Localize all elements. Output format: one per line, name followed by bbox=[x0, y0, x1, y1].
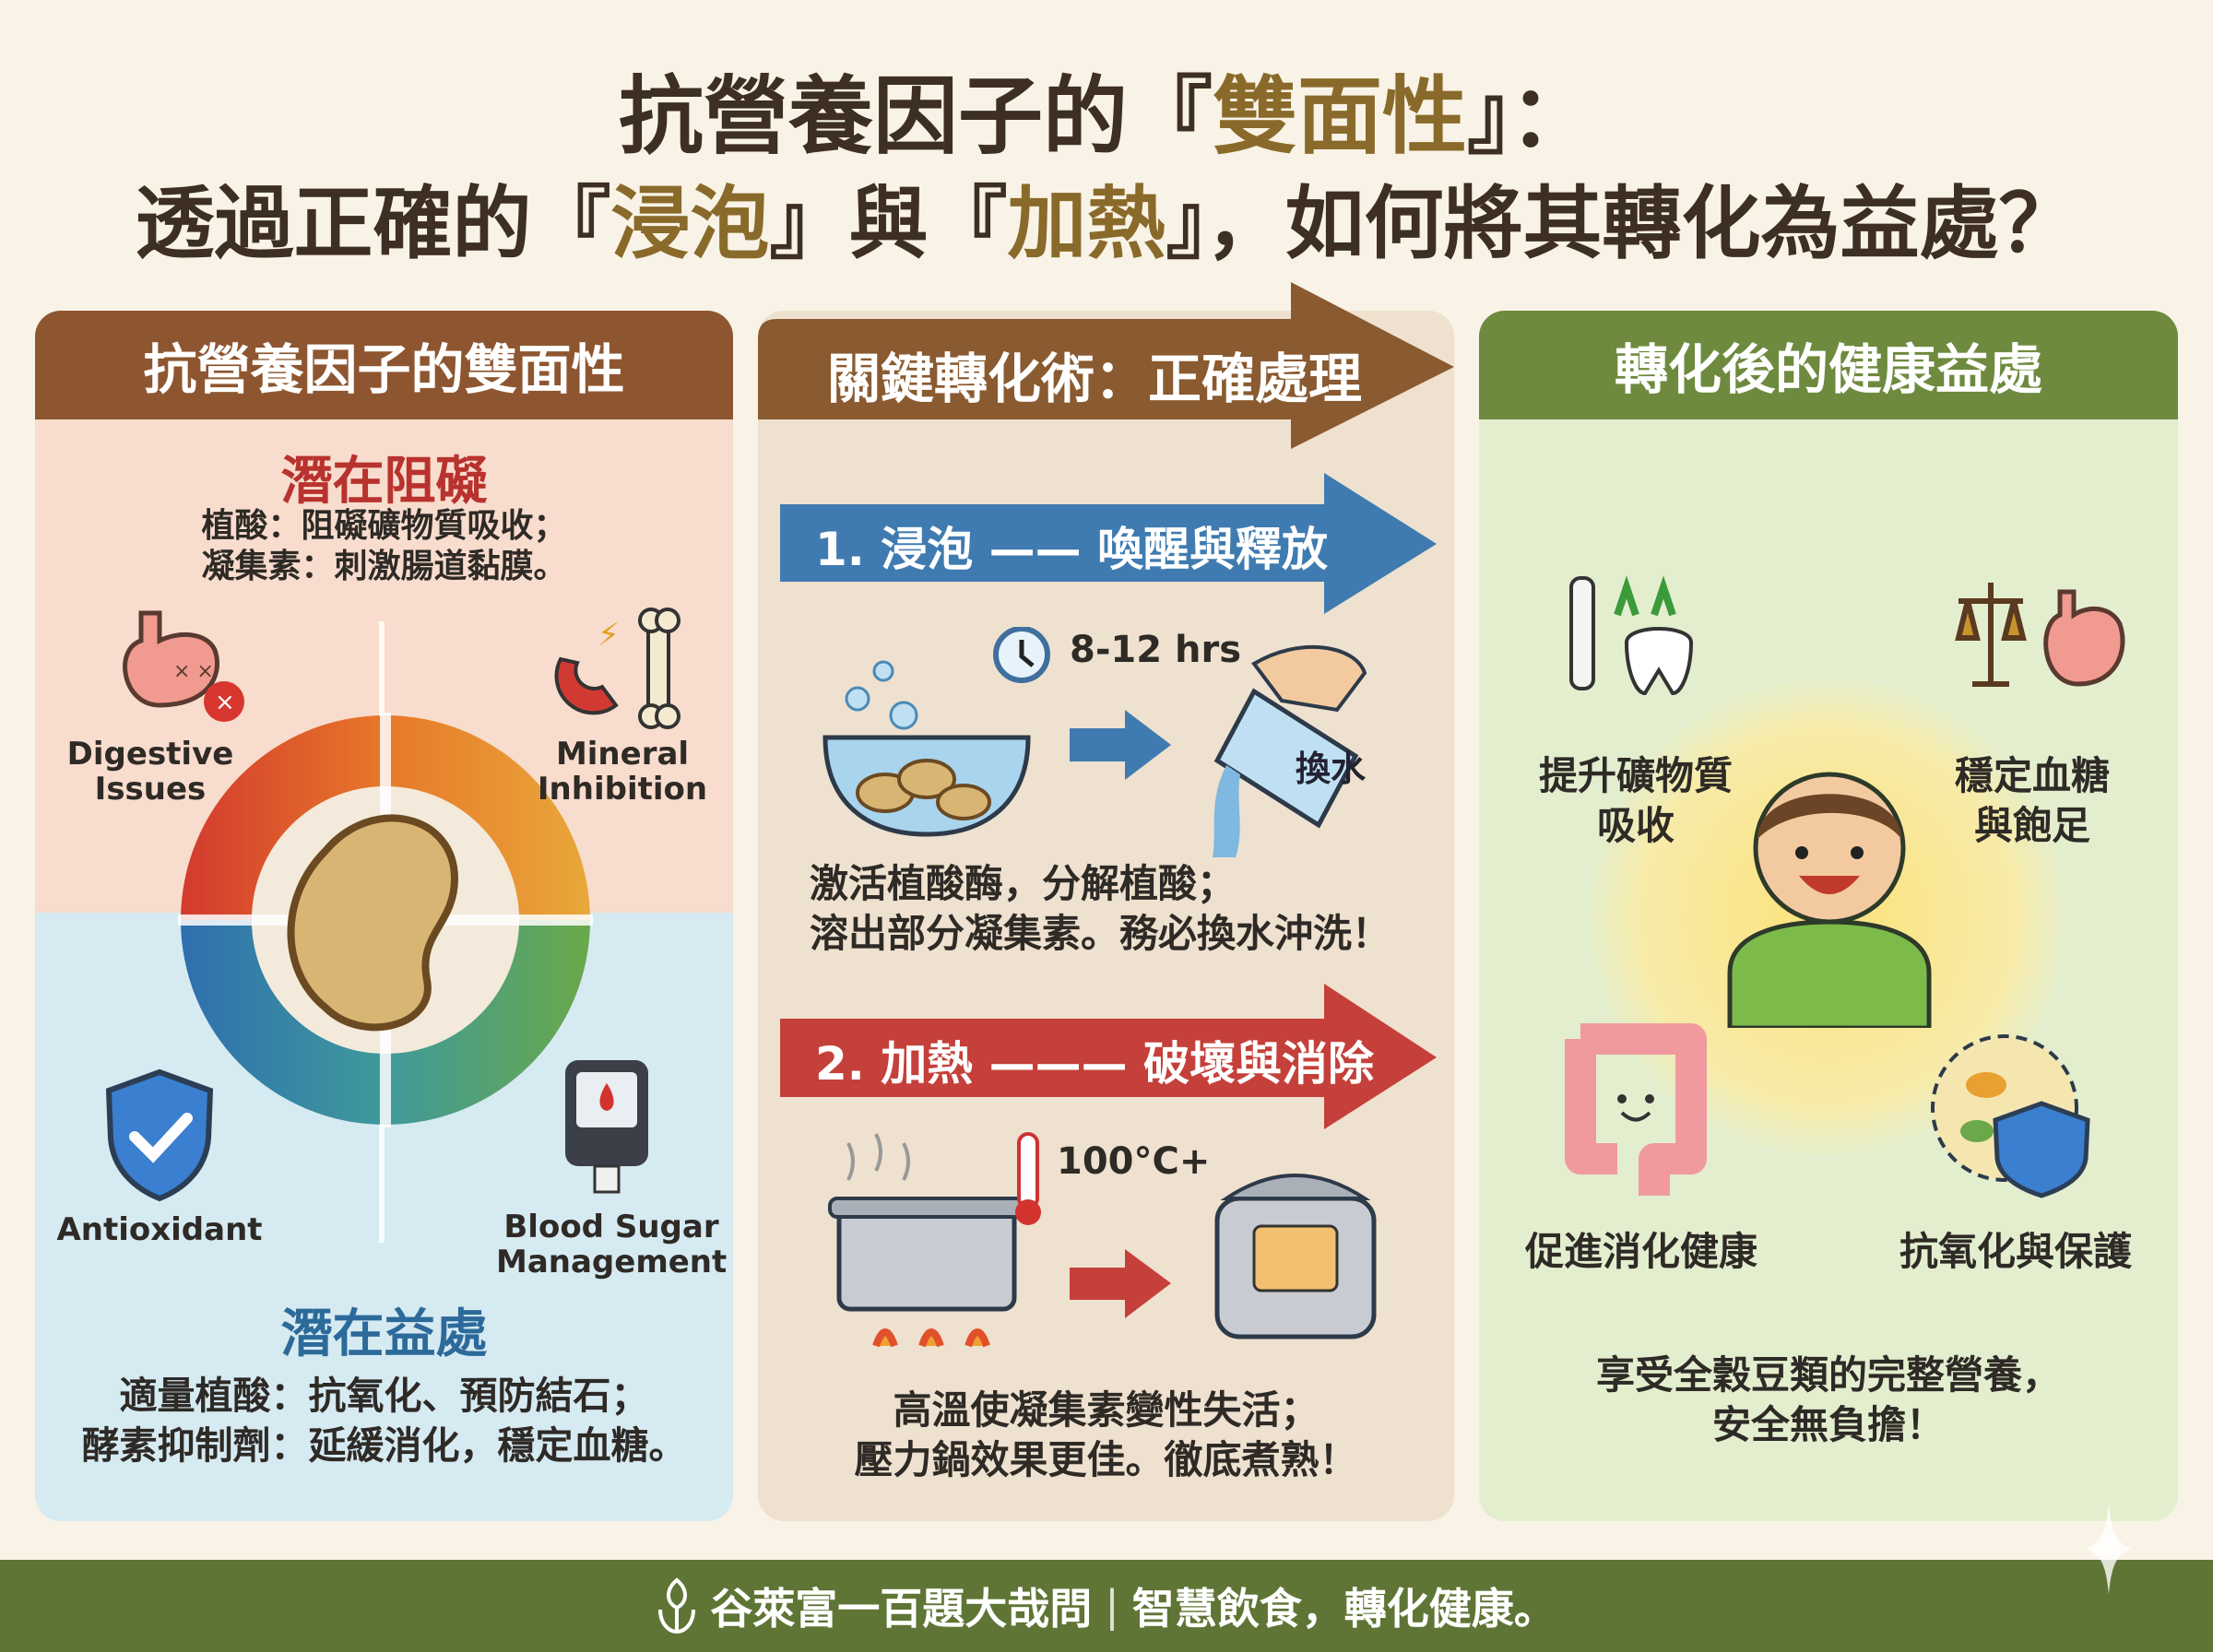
step2-line: 高溫使凝集素變性失活； bbox=[893, 1387, 1320, 1433]
sprout-logo-icon bbox=[658, 1577, 696, 1634]
left-panel: 抗營養因子的雙面性 潛在阻礙 植酸：阻礙礦物質吸收； 凝集素：刺激腸道黏膜。 ×… bbox=[35, 311, 733, 1521]
benefit-label: 穩定血糖 bbox=[1954, 753, 2110, 798]
blood-sugar-label: Blood Sugar Management bbox=[496, 1209, 728, 1280]
step2-label: 2. 加熱 ——— 破壞與消除 bbox=[815, 1037, 1375, 1091]
obstacles-text: 植酸：阻礙礦物質吸收； 凝集素：刺激腸道黏膜。 bbox=[35, 506, 733, 587]
thermometer-icon bbox=[1017, 1132, 1039, 1210]
middle-header-arrow bbox=[758, 282, 1454, 449]
shield-check-icon bbox=[105, 1068, 214, 1202]
heating-illustration bbox=[828, 1132, 1377, 1348]
right-summary: 享受全穀豆類的完整營養， 安全無負擔！ bbox=[1479, 1351, 2178, 1450]
step2-arrow bbox=[780, 984, 1437, 1129]
step1-line: 溶出部分凝集素。務必換水沖洗！ bbox=[810, 911, 1391, 956]
title-text: 抗營養因子的『 bbox=[618, 67, 1213, 166]
title-highlight: 雙面性 bbox=[1212, 67, 1467, 166]
step2-line: 壓力鍋效果更佳。徹底煮熟！ bbox=[854, 1437, 1358, 1482]
bone-tooth-icon bbox=[1569, 575, 1694, 696]
antioxidant-label: Antioxidant bbox=[56, 1211, 263, 1248]
soak-duration: 8-12 hrs bbox=[1070, 629, 1242, 671]
svg-text:× ×: × × bbox=[173, 660, 214, 683]
title-highlight: 浸泡 bbox=[610, 178, 770, 270]
svg-text:×: × bbox=[215, 689, 235, 716]
step2-text: 高溫使凝集素變性失活； 壓力鍋效果更佳。徹底煮熟！ bbox=[758, 1386, 1454, 1485]
sparkle-icon bbox=[2086, 1503, 2132, 1595]
middle-panel-header: 關鍵轉化術：正確處理 bbox=[826, 348, 1362, 410]
glucose-meter-icon bbox=[565, 1060, 648, 1194]
magnet-bone-icon: ⚡ bbox=[554, 608, 680, 729]
summary-line: 安全無負擔！ bbox=[1711, 1402, 1945, 1447]
step1-arrow bbox=[780, 473, 1437, 614]
obstacle-line: 植酸：阻礙礦物質吸收； bbox=[201, 507, 567, 545]
right-panel: 轉化後的健康益處 提升礦物質 吸收 穩定血糖 與飽足 促進消化健康 抗氧化與保護… bbox=[1479, 311, 2178, 1521]
footer-separator: | bbox=[1105, 1581, 1119, 1631]
footer: 谷萊富一百題大哉問 | 智慧飲食，轉化健康。 bbox=[0, 1560, 2213, 1652]
footer-slogan: 智慧飲食，轉化健康。 bbox=[1131, 1584, 1556, 1634]
title-text: 』與『 bbox=[769, 178, 1008, 270]
scale-stomach-icon bbox=[1955, 583, 2125, 687]
benefit-line: 酵素抑制劑：延緩消化，穩定血糖。 bbox=[81, 1423, 687, 1468]
title-line-1: 抗營養因子的『雙面性』： bbox=[0, 48, 2213, 171]
step1-label: 1. 浸泡 —— 喚醒與釋放 bbox=[815, 523, 1329, 576]
arrow-right-icon bbox=[1070, 710, 1171, 780]
hand-icon bbox=[1251, 644, 1367, 713]
step1-text: 激活植酸酶，分解植酸； 溶出部分凝集素。務必換水沖洗！ bbox=[810, 859, 1391, 959]
benefit-line: 適量植酸：抗氧化、預防結石； bbox=[119, 1374, 649, 1418]
left-panel-header: 抗營養因子的雙面性 bbox=[35, 311, 733, 419]
pot-icon bbox=[836, 1205, 1017, 1312]
summary-line: 享受全穀豆類的完整營養， bbox=[1595, 1352, 2061, 1398]
bean-ring-graphic bbox=[178, 713, 593, 1127]
benefit-label: 提升礦物質 bbox=[1538, 753, 1733, 798]
right-panel-header: 轉化後的健康益處 bbox=[1479, 311, 2178, 419]
obstacle-line: 凝集素：刺激腸道黏膜。 bbox=[201, 548, 567, 585]
water-jug-icon bbox=[1213, 688, 1359, 829]
arrow-right-icon bbox=[1070, 1249, 1171, 1318]
obstacles-title: 潛在阻礙 bbox=[280, 452, 488, 512]
digestive-issues-label: Digestive Issues bbox=[66, 736, 234, 808]
benefit-antioxidant: 抗氧化與保護 bbox=[1899, 1229, 2132, 1274]
soaking-illustration bbox=[822, 627, 1367, 857]
benefits-title: 潛在益處 bbox=[280, 1304, 488, 1364]
ring-top bbox=[181, 715, 590, 920]
svg-text:⚡: ⚡ bbox=[598, 617, 620, 654]
benefit-blood-sugar: 穩定血糖 與飽足 bbox=[1922, 751, 2143, 851]
title-line-2: 透過正確的『浸泡』與『加熱』，如何將其轉化為益處？ bbox=[0, 159, 2213, 274]
benefit-digestive-health: 促進消化健康 bbox=[1524, 1229, 1757, 1274]
benefit-label: 吸收 bbox=[1596, 803, 1675, 848]
intestine-icon bbox=[1565, 1023, 1707, 1196]
jug-label: 換水 bbox=[1296, 749, 1367, 789]
happy-person-icon bbox=[1727, 772, 1932, 1028]
footer-brand: 谷萊富一百題大哉問 bbox=[710, 1584, 1093, 1634]
bean-icon bbox=[287, 814, 459, 1032]
title-text: 』，如何將其轉化為益處？ bbox=[1166, 178, 2078, 270]
benefits-text: 適量植酸：抗氧化、預防結石； 酵素抑制劑：延緩消化，穩定血糖。 bbox=[35, 1371, 733, 1470]
title-text: 』： bbox=[1467, 67, 1595, 166]
benefit-label: 與飽足 bbox=[1973, 803, 2090, 848]
flame-icon bbox=[872, 1328, 990, 1348]
mineral-inhibition-label: Mineral Inhibition bbox=[537, 736, 708, 808]
title-highlight: 加熱 bbox=[1007, 178, 1166, 270]
title-text: 透過正確的『 bbox=[135, 178, 611, 270]
ring-bottom bbox=[181, 920, 590, 1125]
heat-temperature: 100°C+ bbox=[1057, 1140, 1211, 1183]
cell-shield-icon bbox=[1931, 1034, 2090, 1198]
step1-line: 激活植酸酶，分解植酸； bbox=[810, 861, 1237, 906]
benefit-mineral-absorption: 提升礦物質 吸收 bbox=[1525, 751, 1746, 851]
stomach-icon: × × × bbox=[123, 610, 244, 722]
